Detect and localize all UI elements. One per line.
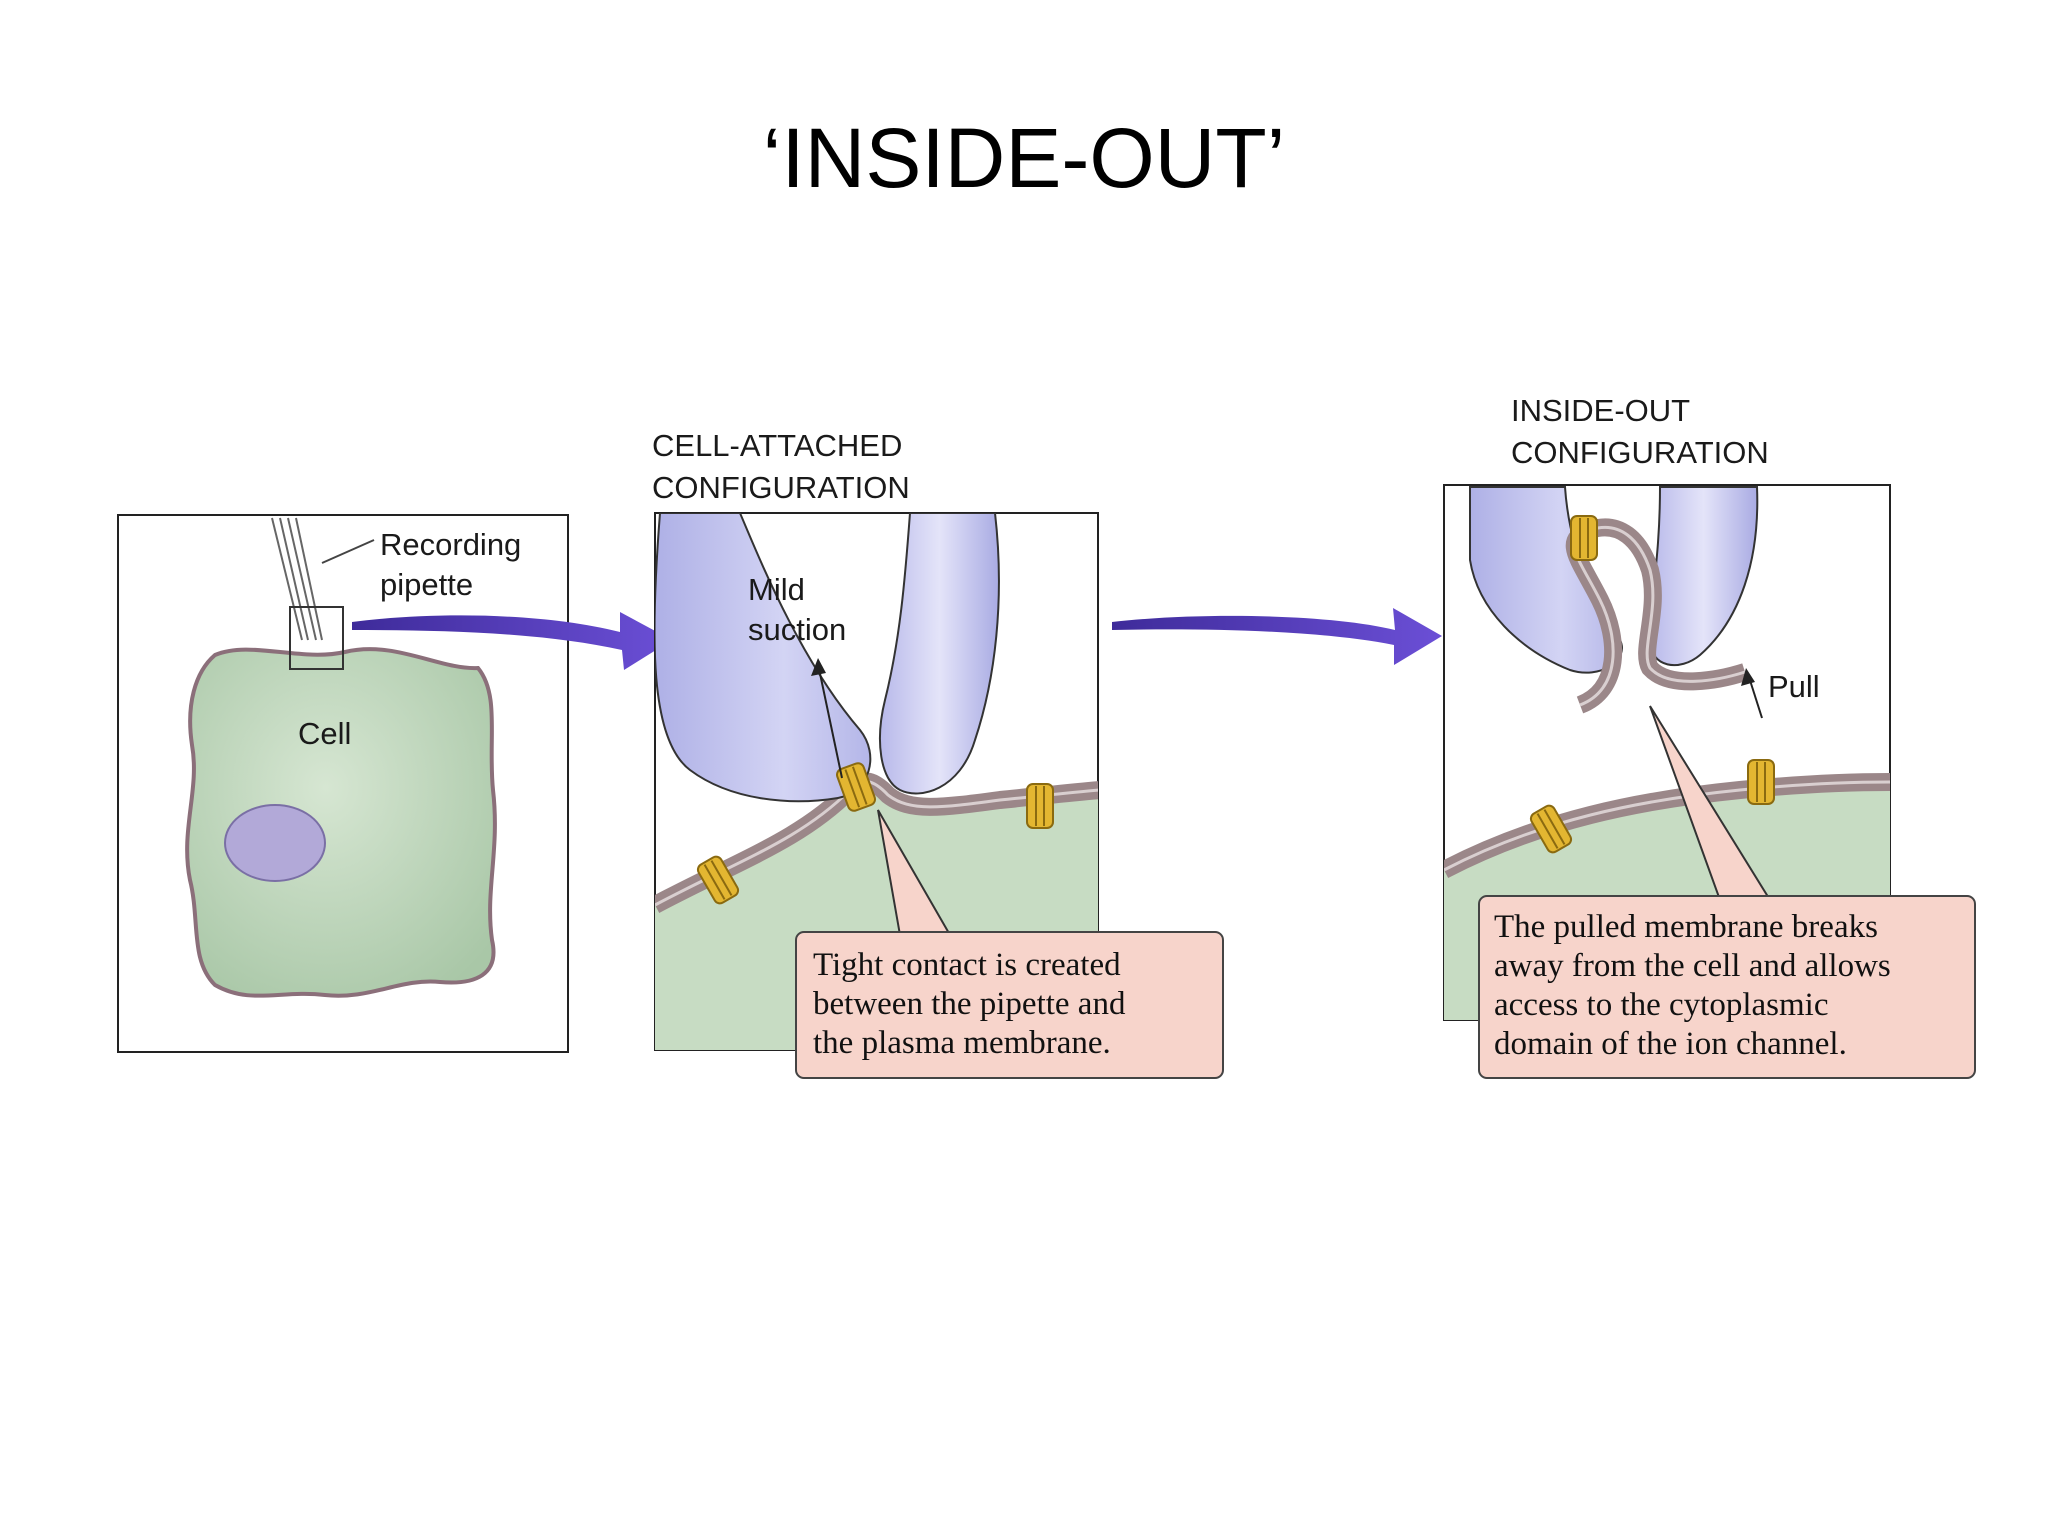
ion-channel (1026, 783, 1054, 829)
inside-out-heading-line-1: INSIDE-OUT (1511, 393, 1690, 428)
suction-arrow (817, 663, 843, 779)
inside-out-caption-line-3: access to the cytoplasmic (1494, 987, 1828, 1023)
cell-attached-caption-line-3: the plasma membrane. (813, 1025, 1111, 1061)
arrow-to-cell-attached (352, 612, 672, 670)
pipette-glass-left (655, 513, 872, 803)
mild-suction-label-line-2: suction (748, 612, 846, 647)
ion-channel (1570, 515, 1598, 561)
inside-out-caption-line-1: The pulled membrane breaks (1494, 909, 1878, 945)
panel-inside-out: INSIDE-OUT CONFIGURATION (1443, 393, 1976, 1079)
inside-out-heading-line-2: CONFIGURATION (1511, 435, 1769, 470)
pipette-label-line-1: Recording (380, 527, 521, 562)
cell-attached-heading-line-1: CELL-ATTACHED (652, 428, 902, 463)
pipette-glass-right (879, 513, 1000, 795)
ion-channel (836, 762, 876, 812)
pipette-label-leader (321, 539, 375, 564)
inside-out-caption-line-4: domain of the ion channel. (1494, 1026, 1847, 1062)
slide-title: ‘INSIDE-OUT’ (762, 111, 1286, 205)
ion-channel (1747, 759, 1775, 805)
ion-channel (696, 855, 740, 905)
nucleus (224, 804, 326, 882)
arrow-to-inside-out (1112, 608, 1442, 665)
cell-attached-heading-line-2: CONFIGURATION (652, 470, 910, 505)
magnified-region-box (289, 606, 344, 670)
panel-whole-cell: Recording pipette Cell (117, 514, 569, 1053)
mild-suction-label-line-1: Mild (748, 572, 805, 607)
cell-label: Cell (298, 716, 351, 751)
cell-attached-caption-line-2: between the pipette and (813, 986, 1126, 1022)
panel-cell-attached: CELL-ATTACHED CONFIGURATION (652, 428, 1224, 1079)
cell-attached-caption-line-1: Tight contact is created (813, 947, 1121, 983)
cell-body (185, 647, 497, 998)
cell-attached-caption-box (795, 931, 1224, 1079)
ion-channel (1529, 804, 1573, 854)
inside-out-caption-box (1478, 895, 1976, 1079)
recording-pipette (271, 517, 323, 641)
inside-out-caption-line-2: away from the cell and allows (1494, 948, 1891, 984)
pull-label: Pull (1768, 669, 1820, 704)
pipette-label-line-2: pipette (380, 567, 473, 602)
